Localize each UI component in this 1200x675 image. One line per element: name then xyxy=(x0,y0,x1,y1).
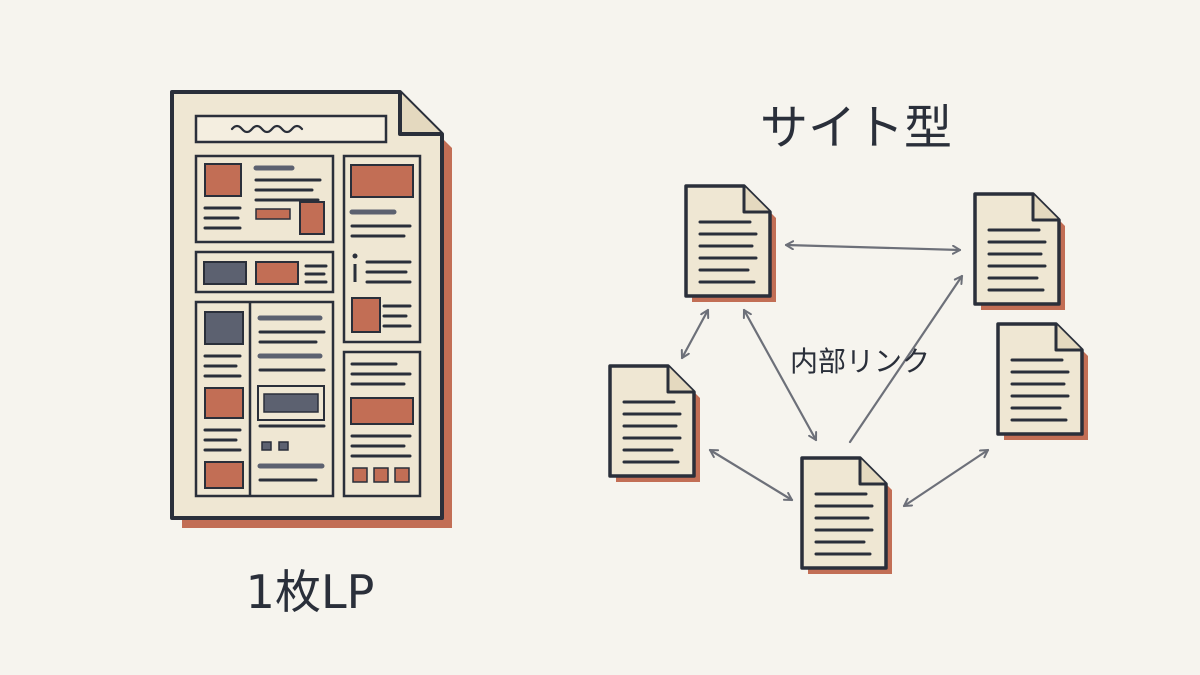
lp-sidebar-dot xyxy=(352,253,358,259)
internal-link-label: 内部リンク xyxy=(790,345,931,378)
lp-sidebar xyxy=(342,154,422,344)
lp-text-3 xyxy=(203,315,326,482)
link-arrow-bottom-left xyxy=(708,448,794,502)
lp-image-4 xyxy=(350,397,414,425)
page-bottom-center-fold xyxy=(858,458,886,486)
page-top-right-fold xyxy=(1031,194,1059,222)
lp-page-fold xyxy=(398,92,442,136)
lp-thumb-2 xyxy=(373,467,389,483)
lp-section-4 xyxy=(342,350,422,498)
lp-pager-dot-1 xyxy=(261,441,272,451)
lp-button-1 xyxy=(255,208,291,220)
link-arrow-left xyxy=(680,308,710,360)
lp-pager-dot-2 xyxy=(278,441,289,451)
lp-text-1 xyxy=(203,165,322,230)
internal-link-arrows xyxy=(680,240,990,508)
lp-text-4 xyxy=(350,362,412,458)
lp-image-3b xyxy=(204,387,244,419)
lp-section-3 xyxy=(194,300,335,498)
lp-section-2 xyxy=(194,250,335,294)
lp-image-3a xyxy=(204,311,244,345)
lp-thumb-3 xyxy=(394,467,410,483)
page-top-right xyxy=(973,192,1065,310)
link-arrow-top xyxy=(784,240,962,255)
lp-sidebar-image xyxy=(350,164,414,198)
lp-thumb-1 xyxy=(352,467,368,483)
lp-image-1b xyxy=(299,201,325,235)
lp-image-1 xyxy=(204,163,242,197)
page-middle-right xyxy=(996,322,1088,440)
site-pages xyxy=(608,184,1088,574)
lp-image-3c xyxy=(204,461,244,489)
lp-inner-box-fill xyxy=(263,393,319,413)
page-top-left-fold xyxy=(742,186,770,214)
lp-header-squiggle xyxy=(230,124,304,134)
lp-sidebar-text xyxy=(349,209,412,328)
site-type-label: サイト型 xyxy=(760,100,953,156)
lp-sidebar-image-2 xyxy=(351,297,381,333)
link-arrow-diagonal-right xyxy=(848,274,964,444)
lp-inner-box xyxy=(257,385,325,421)
lp-section-1 xyxy=(194,154,335,244)
lp-image-2a xyxy=(203,261,247,285)
lp-image-2b xyxy=(255,261,299,285)
lp-text-2 xyxy=(304,264,328,284)
page-middle-left-fold xyxy=(666,366,694,394)
page-bottom-center xyxy=(800,456,892,574)
landing-page-document xyxy=(170,90,452,528)
page-top-left xyxy=(684,184,776,302)
link-arrow-bottom-right xyxy=(902,448,990,508)
lp-label: 1枚LP xyxy=(245,565,375,619)
page-middle-right-fold xyxy=(1054,324,1082,352)
link-arrow-diagonal-left xyxy=(742,308,818,442)
page-middle-left xyxy=(608,364,700,482)
